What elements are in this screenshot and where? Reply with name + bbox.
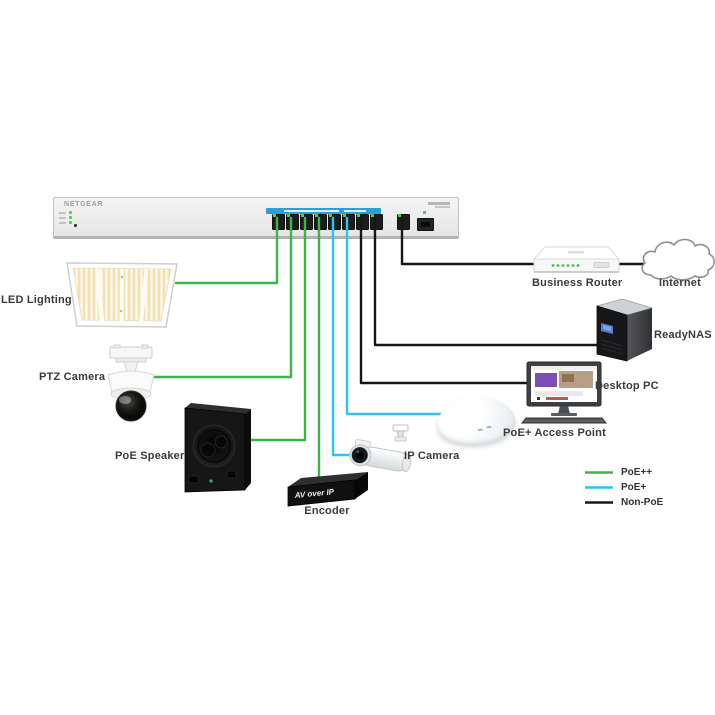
- port-led: [357, 214, 360, 217]
- ip-camera-label: IP Camera: [404, 450, 460, 462]
- led-lighting-device: [66, 262, 178, 328]
- port-led: [315, 214, 318, 217]
- legend-label: PoE+: [621, 482, 647, 493]
- port-led: [371, 214, 374, 217]
- internet-cloud: [641, 238, 715, 281]
- cable-switch-to-poe-speaker: [248, 216, 307, 442]
- poe-port-7: [356, 214, 369, 230]
- poe-port-4: [314, 214, 327, 230]
- legend-label: Non-PoE: [621, 497, 664, 508]
- cable-switch-to-led-lighting: [174, 216, 279, 285]
- cable-switch-to-ptz-camera: [149, 216, 293, 379]
- strip-fine-print: [284, 210, 339, 212]
- encoder-front-text: AV over IP: [293, 487, 335, 500]
- port-led: [287, 214, 290, 217]
- cable-switch-to-readynas: [373, 216, 603, 347]
- legend-item-poe-pp: PoE++: [584, 465, 714, 480]
- ip-camera-device: [349, 424, 412, 473]
- readynas-label: ReadyNAS: [654, 329, 712, 341]
- led-lighting-label: LED Lighting: [1, 294, 72, 306]
- readynas-device: [595, 298, 654, 362]
- ptz-camera-device: [107, 344, 155, 422]
- poe-port-8: [370, 214, 383, 230]
- port-led: [301, 214, 304, 217]
- switch-model-subtext: [435, 206, 450, 208]
- encoder-device: AV over IP: [287, 472, 368, 507]
- strip-fine-print: [344, 210, 366, 212]
- cable-switch-to-business-router: [400, 216, 543, 266]
- keyboard: [520, 417, 608, 424]
- ap-led: [486, 425, 492, 429]
- poe-port-1: [272, 214, 285, 230]
- ptz-camera-label: PTZ Camera: [39, 371, 106, 383]
- legend-label: PoE++: [621, 467, 653, 478]
- switch-model-text: [428, 202, 450, 205]
- legend-line-green: [585, 471, 613, 474]
- legend-line-cyan: [585, 486, 613, 489]
- poe-port-3: [300, 214, 313, 230]
- legend-item-non-poe: Non-PoE: [584, 495, 714, 510]
- internet-label: Internet: [659, 277, 701, 289]
- poe-port-5: [328, 214, 341, 230]
- router-logo-mark: [568, 251, 584, 254]
- access-point-label: PoE+ Access Point: [503, 427, 606, 439]
- encoder-label: Encoder: [304, 505, 350, 517]
- speaker-logo-dot: [209, 479, 213, 483]
- business-router-device: [532, 246, 621, 273]
- ap-led: [477, 428, 483, 431]
- sfp-port: [417, 218, 434, 231]
- poe-port-6: [342, 214, 355, 230]
- desktop-pc-device: [520, 361, 608, 424]
- legend: PoE++ PoE+ Non-PoE: [584, 465, 714, 510]
- poe-port-group-strip: [266, 208, 381, 214]
- legend-item-poe-plus: PoE+: [584, 480, 714, 495]
- port-led: [273, 214, 276, 217]
- poe-speaker-device: [184, 403, 251, 493]
- netgear-logo: NETGEAR: [64, 201, 104, 208]
- cable-switch-to-access-point: [345, 216, 448, 416]
- poe-switch: NETGEAR: [53, 197, 459, 239]
- port-led: [329, 214, 332, 217]
- poe-speaker-label: PoE Speaker: [115, 450, 185, 462]
- desktop-pc-label: Desktop PC: [595, 380, 659, 392]
- port-led: [343, 214, 346, 217]
- camera-dome: [115, 390, 147, 422]
- legend-line-black: [585, 501, 613, 504]
- business-router-label: Business Router: [532, 277, 623, 289]
- cable-switch-to-desktop-pc: [359, 216, 533, 385]
- poe-port-2: [286, 214, 299, 230]
- light-sensor-dot: [119, 309, 123, 313]
- sfp-port-led: [423, 211, 426, 214]
- uplink-rj45-port: [397, 214, 410, 230]
- port-led: [398, 214, 401, 217]
- switch-reset-button: [74, 224, 77, 227]
- light-sensor-dot: [120, 275, 124, 279]
